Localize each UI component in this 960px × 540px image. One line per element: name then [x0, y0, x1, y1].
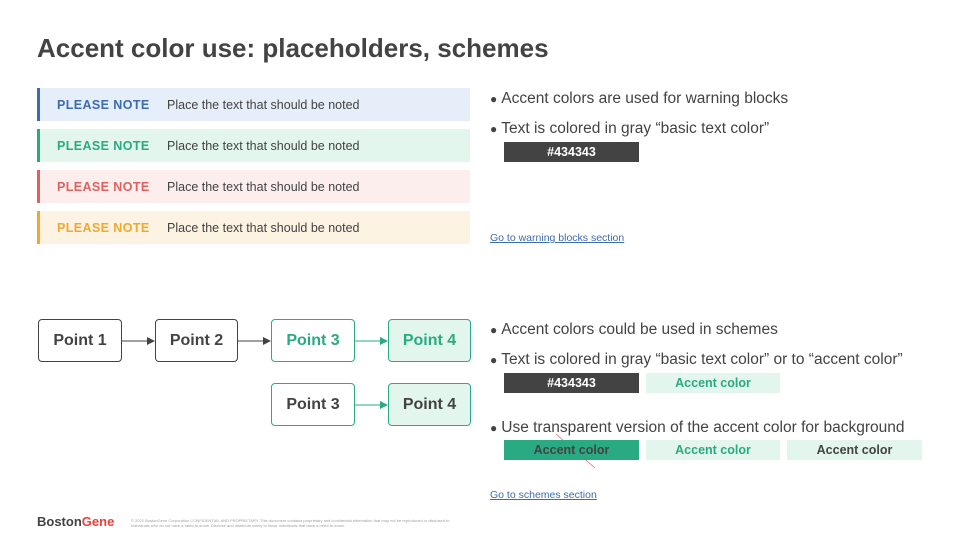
note-accent-bar — [37, 211, 40, 244]
note-text: Place the text that should be noted — [167, 179, 360, 194]
top-bullet-2: ● Text is colored in gray “basic text co… — [490, 120, 769, 138]
note-tag: PLEASE NOTE — [57, 220, 150, 235]
bullet-text: Text is colored in gray “basic text colo… — [501, 120, 770, 137]
bullet-text: Text is colored in gray “basic text colo… — [501, 351, 903, 368]
note-tag: PLEASE NOTE — [57, 138, 150, 153]
note-accent-bar — [37, 88, 40, 121]
scheme-point-4-alt: Point 4 — [388, 383, 471, 426]
note-block-blue: PLEASE NOTE Place the text that should b… — [37, 88, 470, 121]
note-block-red: PLEASE NOTE Place the text that should b… — [37, 170, 470, 203]
scheme-point-4: Point 4 — [388, 319, 471, 362]
note-accent-bar — [37, 170, 40, 203]
bullet-text: Accent colors are used for warning block… — [501, 90, 789, 107]
swatch-accent-solid: Accent color — [504, 440, 639, 460]
swatch-dark-gray-2: #434343 — [504, 373, 639, 393]
bottom-bullet-1: ● Accent colors could be used in schemes — [490, 321, 778, 339]
bullet-dot-icon: ● — [490, 421, 498, 435]
bullet-text: Accent colors could be used in schemes — [501, 321, 778, 338]
note-tag: PLEASE NOTE — [57, 179, 150, 194]
logo-part-1: Boston — [37, 514, 82, 529]
scheme-point-2: Point 2 — [155, 319, 238, 362]
scheme-point-3-alt: Point 3 — [271, 383, 355, 426]
bullet-dot-icon: ● — [490, 353, 498, 367]
schemes-link[interactable]: Go to schemes section — [490, 489, 597, 501]
page-title: Accent color use: placeholders, schemes — [37, 33, 549, 63]
note-text: Place the text that should be noted — [167, 138, 360, 153]
warning-blocks-link[interactable]: Go to warning blocks section — [490, 232, 625, 244]
top-bullet-1: ● Accent colors are used for warning blo… — [490, 90, 788, 108]
bullet-text: Use transparent version of the accent co… — [501, 419, 905, 436]
note-accent-bar — [37, 129, 40, 162]
bullet-dot-icon: ● — [490, 92, 498, 106]
note-tag: PLEASE NOTE — [57, 97, 150, 112]
bullet-dot-icon: ● — [490, 323, 498, 337]
swatch-accent-text: Accent color — [646, 373, 780, 393]
bullet-dot-icon: ● — [490, 122, 498, 136]
bottom-bullet-3: ● Use transparent version of the accent … — [490, 419, 904, 437]
bottom-bullet-2: ● Text is colored in gray “basic text co… — [490, 351, 903, 369]
note-text: Place the text that should be noted — [167, 97, 360, 112]
swatch-accent-light-gray-text: Accent color — [787, 440, 922, 460]
legal-disclaimer: © 2021 BostonGene Corporation CONFIDENTI… — [131, 518, 450, 528]
swatch-dark-gray: #434343 — [504, 142, 639, 162]
bostongene-logo: BostonGene — [37, 514, 114, 529]
logo-part-2: Gene — [81, 514, 115, 529]
note-text: Place the text that should be noted — [167, 220, 360, 235]
scheme-point-3: Point 3 — [271, 319, 355, 362]
note-block-green: PLEASE NOTE Place the text that should b… — [37, 129, 470, 162]
scheme-point-1: Point 1 — [38, 319, 122, 362]
swatch-accent-light-green-text: Accent color — [646, 440, 780, 460]
note-block-orange: PLEASE NOTE Place the text that should b… — [37, 211, 470, 244]
